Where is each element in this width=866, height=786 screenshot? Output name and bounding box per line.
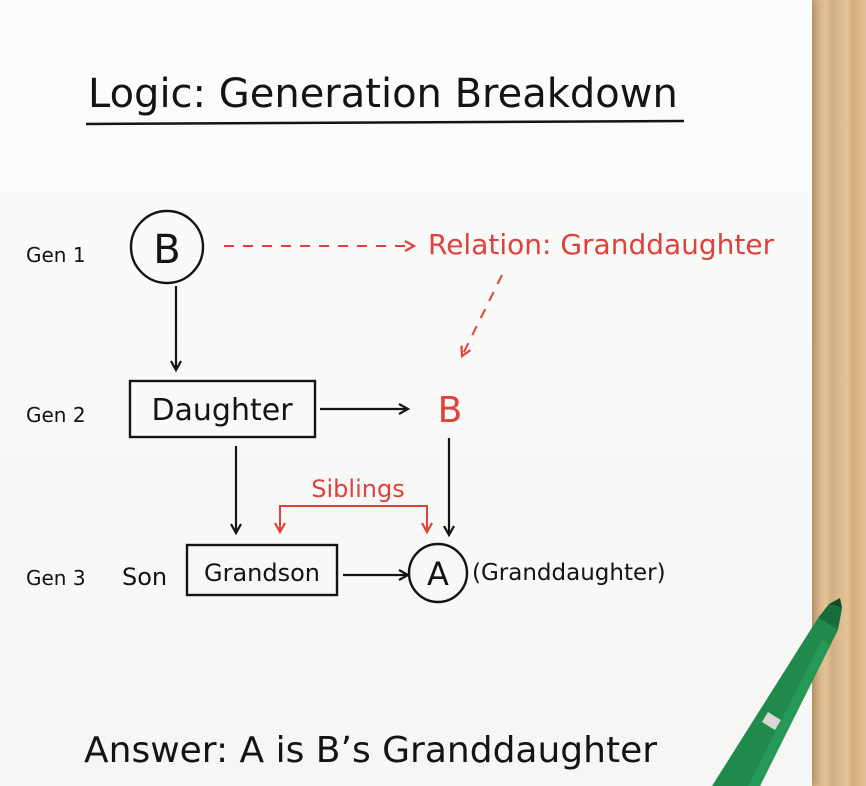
daughter-box bbox=[128, 379, 317, 439]
page-title: Logic: Generation Breakdown bbox=[88, 71, 678, 117]
a-granddaughter-note: (Granddaughter) bbox=[472, 560, 666, 586]
siblings-label: Siblings bbox=[311, 475, 404, 503]
daughter-label: Daughter bbox=[151, 393, 293, 428]
green-pen-icon bbox=[712, 598, 842, 786]
gen2-label: Gen 2 bbox=[26, 403, 86, 427]
answer-text: Answer: A is B’s Granddaughter bbox=[84, 730, 657, 771]
a-letter: A bbox=[427, 555, 449, 593]
siblings-bracket bbox=[279, 505, 428, 530]
title-underline bbox=[85, 119, 685, 126]
relation-label: Relation: Granddaughter bbox=[428, 228, 775, 261]
son-label: Son bbox=[122, 563, 167, 591]
b-gen2-letter: B bbox=[438, 390, 463, 431]
b-gen1-circle bbox=[129, 209, 205, 285]
b-gen1-letter: B bbox=[153, 227, 180, 273]
relation-to-b-dashed-arrow bbox=[462, 274, 503, 356]
grandson-box bbox=[185, 543, 339, 597]
gen3-label: Gen 3 bbox=[26, 566, 86, 590]
gen1-label: Gen 1 bbox=[26, 243, 86, 267]
grandson-label: Grandson bbox=[204, 559, 320, 587]
paper-sheet bbox=[0, 0, 812, 786]
a-circle bbox=[407, 542, 469, 604]
